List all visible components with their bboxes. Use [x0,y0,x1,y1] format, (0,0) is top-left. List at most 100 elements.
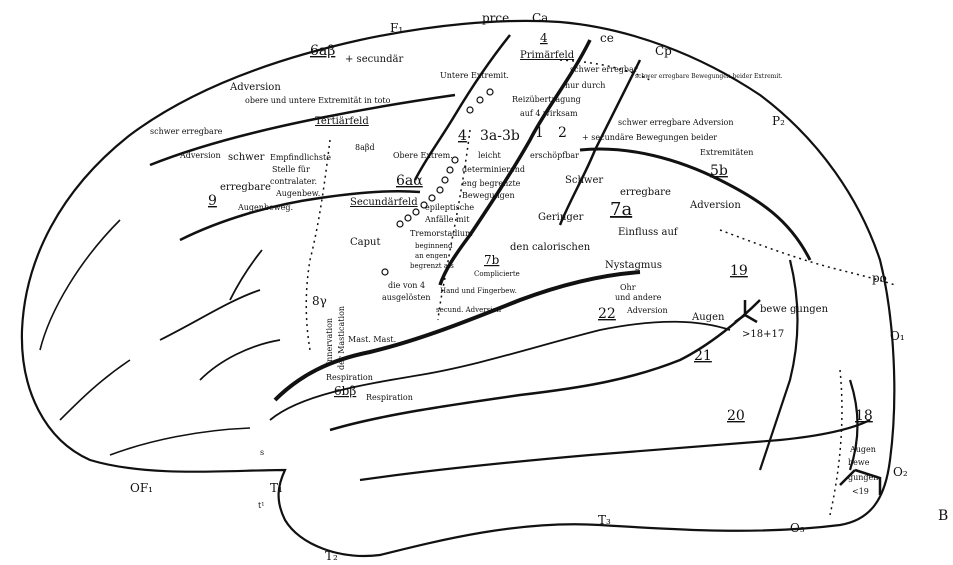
label-F1: F₁ [390,21,403,35]
label-po: po [872,271,887,285]
text-adversion1: Adversion [229,82,281,93]
text-primaerfeld: Primärfeld [520,50,575,61]
area-2: 2 [558,125,567,141]
label-P2: P₂ [772,114,785,128]
text-bewegungen2: bewe gungen [760,304,829,315]
text-an-engen: an engen [415,252,448,260]
text-adversion3: Adversion [689,200,741,211]
text-epileptische: epileptische [425,203,474,212]
text-erregbare: erregbare [220,182,271,193]
text-augen: Augen [691,312,725,323]
text-bewe: bewe [848,458,870,467]
text-die-von4: die von 4 [388,281,425,290]
text-caput: Caput [350,237,380,248]
text-secund-adversion: secund. Adversion [436,306,502,314]
text-complicierte: Complicierte [474,270,520,278]
text-tremorstadium: Tremorstadium [410,229,473,238]
text-determinierend: determinierend [462,165,525,174]
text-schwer-erregbar1: schwer erregbar [570,65,638,74]
text-adversion2: Adversion [179,151,221,160]
area-4-top: 4 [540,31,548,45]
label-ce: ce [600,31,614,45]
text-ausgeloesten: ausgelösten [382,293,430,302]
area-22: 22 [598,306,616,322]
text-mast-mast: Mast. Mast. [348,335,396,344]
text-contralater: contralater. [270,177,317,186]
text-erregbare-cap: erregbare [620,187,671,198]
area-8abd: 8aβd [355,143,375,152]
area-21: 21 [694,348,712,364]
text-beginnend: beginnend [415,242,453,250]
text-begrenzt-als: begrenzt als [410,262,454,270]
text-reizuebertragung: Reizübertragung [512,95,581,104]
dotted-boundary-4 [830,370,842,515]
label-T1: T₁ [270,481,283,495]
text-erschoepfbar: erschöpfbar [530,151,579,160]
text-augenbew2: Augenbew. [275,189,320,198]
text-secundaerfeld: Secundärfeld [350,197,418,208]
frontal-gyrus-line [40,220,250,455]
text-augen2: Augen [849,445,876,454]
text-und-andere: und andere [615,293,662,302]
text-gungen: gungen [848,473,878,482]
text-geringer: Geringer [538,212,584,223]
text-schwer-cap: Schwer [565,175,603,186]
text-empfindlichste: Empfindlichste [270,153,331,162]
label-Ca: Ca [532,11,548,25]
area-6ab: 6aβ [310,43,335,59]
area-20: 20 [727,408,745,424]
text-schwer: schwer [228,152,265,163]
text-schwer-erregbare-adv: schwer erregbare Adversion [618,118,734,127]
text-adversion4: Adversion [626,306,668,315]
label-T3: T₃ [598,513,611,527]
label-B: B [938,508,948,524]
label-OF1: OF₁ [130,481,153,495]
text-schwer-erregbare2: schwer erregbare [150,127,223,136]
text-hand-und-finger: Hand und Fingerbew. [440,287,517,295]
label-O3: O₃ [790,521,805,535]
area-7b: 7b [484,253,500,267]
text-untere-extremit: Untere Extremit. [440,71,509,80]
label-O2: O₂ [893,465,908,479]
text-augenbeweg: Augenbeweg. [237,203,293,212]
area-4: 4 [458,128,467,144]
text-tertiaerfeld: Tertiärfeld [315,116,369,127]
text-respiration2: Respiration [366,393,413,402]
text-schwer-erregbare-bew: schwer erregbare Bewegungen beider Extre… [635,73,783,80]
text-einfluss-auf: Einfluss auf [618,227,679,238]
text-ohr: Ohr [620,283,636,292]
text-bewegungen: Bewegungen [462,191,515,200]
text-lt19: <19 [852,487,869,496]
area-3a3b: 3a-3b [480,128,520,144]
inferior-temporal-sulcus [360,420,870,480]
area-18: 18 [855,408,873,424]
area-9: 9 [208,193,217,209]
text-innervation: Innervation [325,318,334,365]
area-6b: 6bβ [334,384,356,398]
occipital-star [735,300,757,322]
text-secundaer: + secundär [345,54,403,65]
text-gt1817: >18+17 [742,329,784,340]
text-eng-begrenzte: eng begrenzte [462,179,521,188]
label-prce: prce [482,11,509,25]
area-8y: 8γ [312,294,327,308]
area-1: 1 [535,125,544,141]
text-der-mastication: der Mastication [337,306,346,370]
text-stelle-fur: Stelle für [272,165,310,174]
text-nur-durch: nur durch [565,81,605,90]
area-19: 19 [730,263,748,279]
text-den-calorischen: den calorischen [510,242,591,253]
text-extremitaeten: Extremitäten [700,148,753,157]
label-Cp: Cp [655,44,672,58]
text-anfaelle-mit: Anfälle mit [424,215,470,224]
label-O1: O₁ [890,329,905,343]
text-auf4wirksam: auf 4 wirksam [520,109,578,118]
label-T2: T₂ [325,549,338,563]
text-leicht: leicht [478,151,501,160]
text-nystagmus: Nystagmus [605,260,662,271]
text-obere-extrem: Obere Extrem. [393,151,453,160]
area-5b: 5b [710,163,728,179]
area-7a: 7a [610,199,632,220]
area-6aa: 6aα [396,173,423,189]
